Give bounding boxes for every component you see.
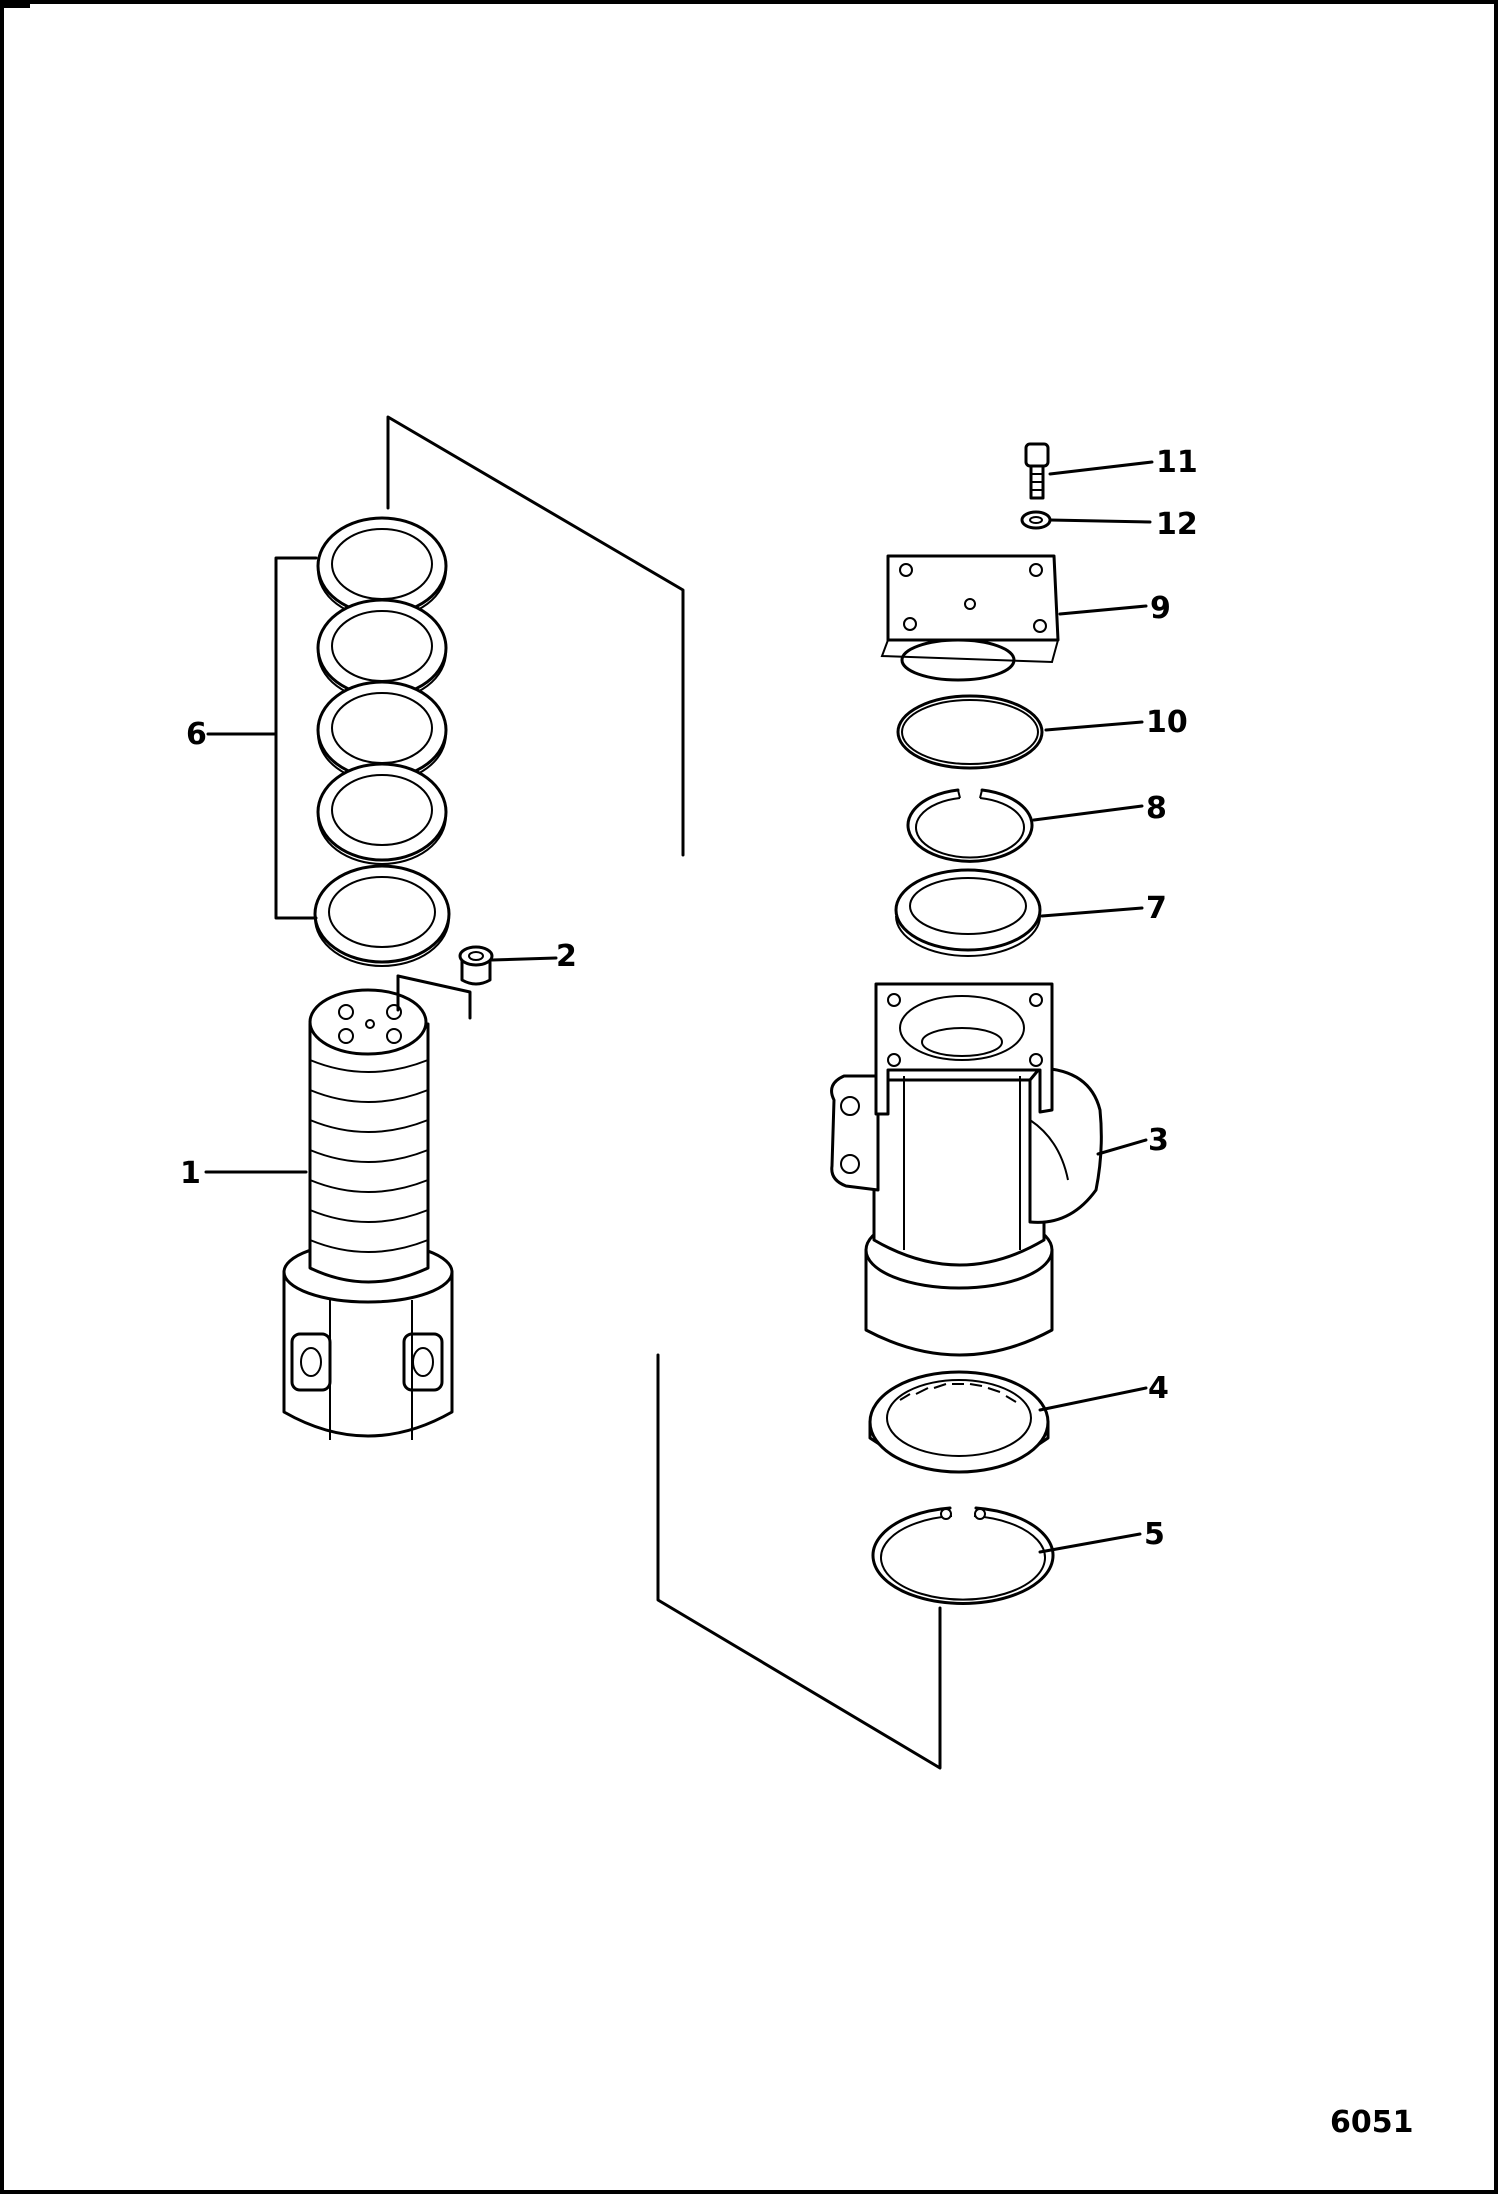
callout-11: 11 xyxy=(1156,445,1198,480)
assembly-bracket xyxy=(386,415,942,1770)
o-ring xyxy=(896,694,1044,770)
cover xyxy=(880,554,1060,682)
callout-labels: 1 2 3 4 5 6 7 8 9 10 11 12 xyxy=(180,445,1198,1552)
callout-2: 2 xyxy=(556,939,577,974)
swivel-body xyxy=(830,982,1103,1357)
callout-8: 8 xyxy=(1146,791,1167,826)
drawing-number: 6051 xyxy=(1330,2105,1414,2140)
seal-ring-stack xyxy=(313,516,451,967)
washer xyxy=(1020,510,1052,530)
plug xyxy=(396,945,494,1020)
leader-lines xyxy=(204,460,1154,1554)
snap-ring xyxy=(906,788,1034,863)
callout-10: 10 xyxy=(1146,705,1188,740)
callout-4: 4 xyxy=(1148,1371,1169,1406)
swivel-shaft xyxy=(282,988,454,1440)
callout-9: 9 xyxy=(1150,591,1171,626)
callout-1: 1 xyxy=(180,1156,201,1191)
bushing-ring xyxy=(894,868,1042,957)
callout-12: 12 xyxy=(1156,507,1198,542)
retaining-ring xyxy=(871,1506,1055,1605)
callout-3: 3 xyxy=(1148,1123,1169,1158)
callout-5: 5 xyxy=(1144,1517,1165,1552)
callout-6: 6 xyxy=(186,717,207,752)
bolt xyxy=(1024,442,1050,500)
callout-7: 7 xyxy=(1146,891,1167,926)
bearing xyxy=(868,1370,1050,1474)
